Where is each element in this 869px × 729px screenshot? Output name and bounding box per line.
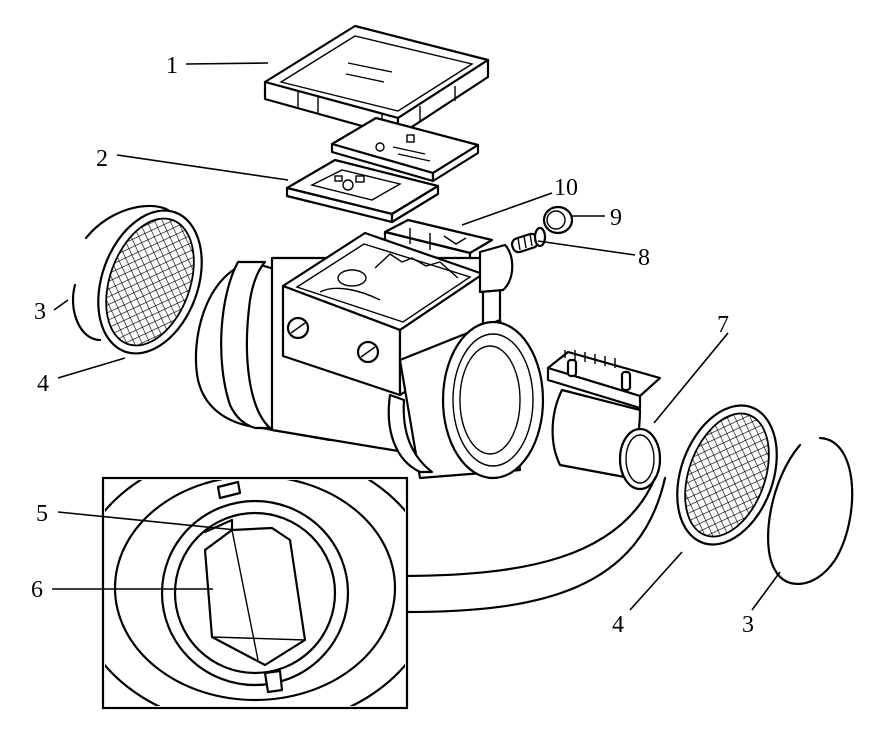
- cap-part-9: [542, 205, 574, 235]
- label-4-left: 4: [37, 371, 49, 397]
- label-1: 1: [166, 53, 178, 79]
- left-mesh-screen-part-4: [97, 209, 203, 355]
- leader-lines: [52, 62, 781, 611]
- label-4-right: 4: [612, 612, 624, 638]
- label-8: 8: [638, 245, 650, 271]
- right-snap-ring-part-3: [767, 436, 854, 585]
- base-plate-part: [285, 158, 440, 224]
- label-5: 5: [36, 501, 48, 527]
- right-mesh-screen-part-4: [676, 404, 778, 546]
- housing-body: [194, 231, 545, 480]
- sensor-insert-part-7: [546, 350, 662, 491]
- label-2: 2: [96, 146, 108, 172]
- part-labels: 1 2 3 4 5 6 7 8 9 10 4 3: [31, 53, 754, 638]
- label-6: 6: [31, 577, 43, 603]
- detail-inset: [101, 476, 667, 710]
- label-3-left: 3: [34, 299, 46, 325]
- label-3-right: 3: [742, 612, 754, 638]
- label-9: 9: [610, 205, 622, 231]
- left-snap-ring-part-3: [71, 204, 170, 342]
- label-7: 7: [717, 312, 729, 338]
- label-10: 10: [554, 175, 578, 201]
- circuit-board: [330, 116, 480, 183]
